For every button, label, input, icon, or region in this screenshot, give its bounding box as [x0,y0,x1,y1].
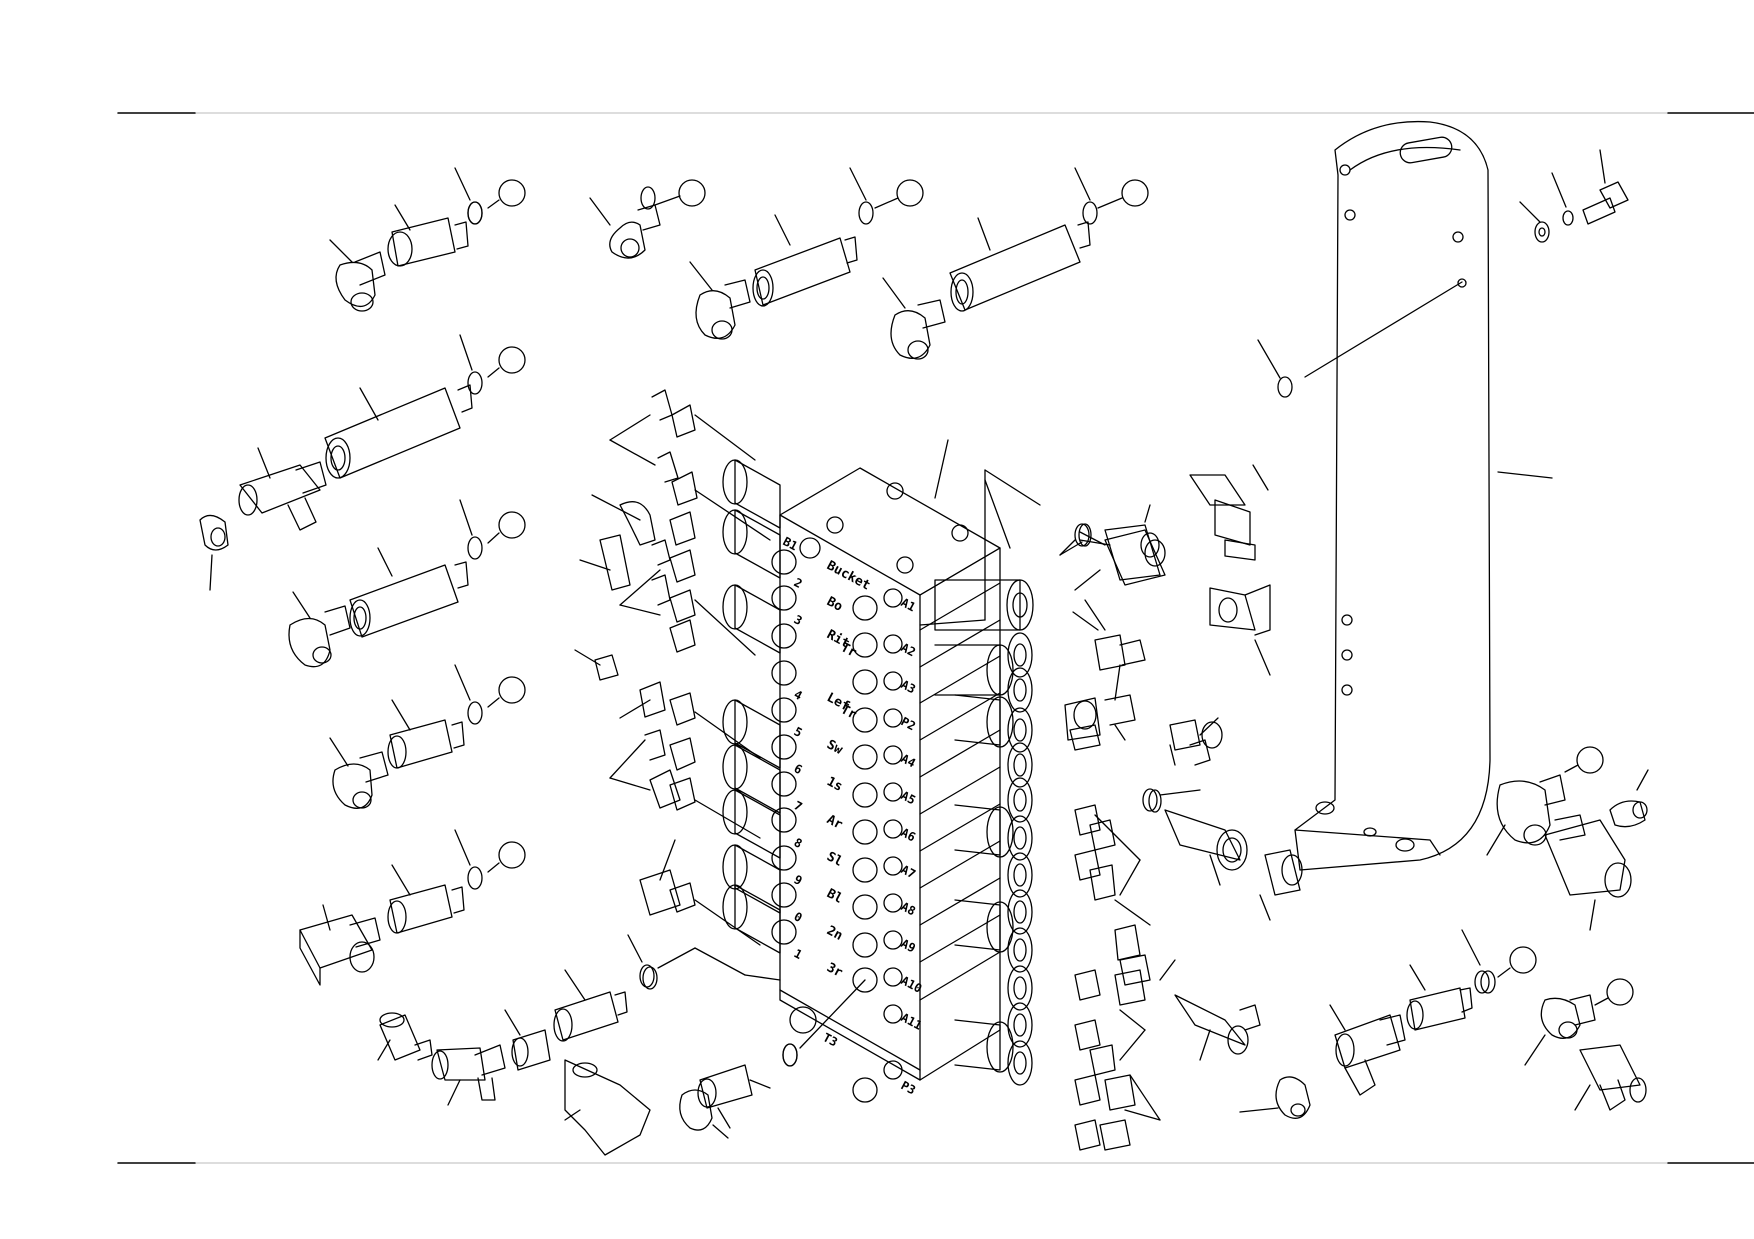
leader-block-right [984,479,1011,549]
port-label-a3: A3 [899,677,918,696]
fitting-group-row2 [199,334,526,591]
leader-short [919,619,986,626]
port-label-t3: T3 [821,1030,840,1049]
port-circles-right [789,588,903,1103]
port-label-b1: B1 [781,534,800,553]
control-valve-block [779,467,1001,1081]
port-label-9: 9 [792,872,805,888]
label-sw: Sw [824,737,845,758]
leader-block [934,439,949,499]
fitting-group-far-right [1239,746,1649,1119]
port-label-a9: A9 [899,936,918,955]
o-ring-right-top [1078,523,1092,547]
label-bl: Bl [824,886,845,907]
port-label-11: 1 [792,946,805,962]
label-tr-1: Tr [838,640,859,661]
port-label-8: 8 [792,835,805,851]
port-label-7: 7 [792,798,805,814]
port-labels-left: B1 2 3 4 5 6 7 8 9 0 1 [781,534,805,962]
port-circles-left [771,537,821,945]
port-label-a8: A8 [899,899,918,918]
label-1s: 1s [824,774,845,795]
port-label-5: 5 [792,724,805,740]
port-label-p2: P2 [899,714,918,733]
label-3r: 3r [824,960,845,981]
label-sl: Sl [824,849,845,870]
fitting-group-right-top [1059,464,1271,676]
o-rings [467,186,1490,1067]
port-label-a4: A4 [899,751,918,770]
label-tr-2: Tr [838,702,859,723]
port-label-p3: P3 [899,1078,918,1097]
fitting-group-right-lower [1074,569,1261,1151]
o-ring-right-mid [1148,789,1162,813]
mounting-bracket [1294,120,1553,871]
spool-caps-left [722,459,781,954]
fitting-group-row1 [329,167,526,312]
port-label-2: 2 [792,575,805,591]
fitting-group-row3 [288,499,526,668]
port-label-6: 6 [792,761,805,777]
spool-caps-right [934,579,1034,1086]
port-label-a6: A6 [899,825,918,844]
leader-block-oring [984,469,1041,506]
fitting-group-bottom-left [377,934,866,1156]
label-bo: Bo [824,594,845,615]
bolt-assembly [1257,149,1629,398]
port-label-4: 4 [792,687,805,703]
port-label-a2: A2 [899,640,918,659]
fitting-group-right-mid [1064,664,1303,921]
port-label-10: 0 [792,909,805,925]
label-ar: Ar [824,812,845,833]
fitting-group-row4 [329,664,526,809]
fitting-group-top-middle [589,167,1149,360]
port-label-3: 3 [792,612,805,628]
port-label-a1: A1 [899,595,918,614]
fitting-group-row5 [299,829,526,986]
port-label-a5: A5 [899,788,918,807]
port-label-a7: A7 [899,862,918,881]
label-2n: 2n [824,923,845,944]
tube-right-upper [1059,529,1166,586]
adapter-cluster-left [574,389,771,946]
